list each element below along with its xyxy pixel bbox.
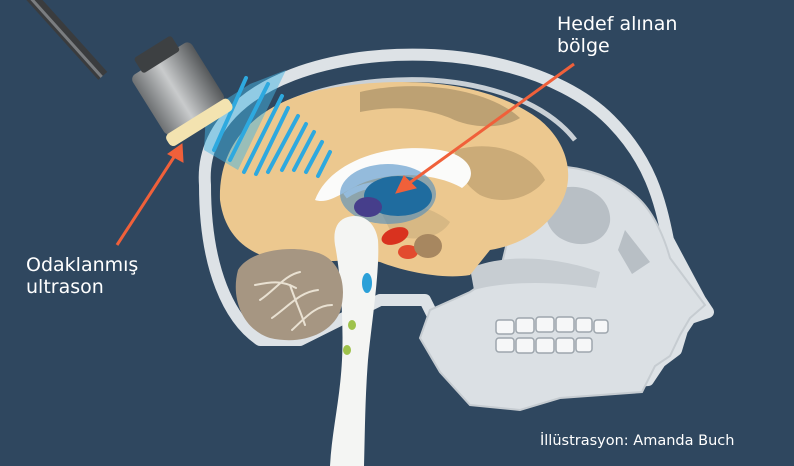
cerebellum [236,249,343,340]
ultrasound-label: Odaklanmış ultrason [26,254,138,298]
tooth [536,338,554,353]
target-region-label: Hedef alınan bölge [557,13,677,57]
target-inner [354,197,382,217]
tooth [556,338,574,353]
tooth [516,318,534,333]
green-node [362,273,372,293]
tooth [594,320,608,333]
pituitary [414,234,442,258]
target-label-line1: Hedef alınan [557,13,677,35]
green-node [343,345,351,355]
tooth [496,338,514,352]
tooth [576,338,592,352]
tooth [496,320,514,334]
illustration-credit: İllüstrasyon: Amanda Buch [540,433,734,449]
tooth [576,318,592,332]
target-label-line2: bölge [557,35,677,57]
ultrasound-label-line2: ultrason [26,276,138,298]
tooth [516,338,534,353]
green-node [348,320,356,330]
tooth [536,317,554,332]
tooth [556,317,574,332]
ultrasound-label-line1: Odaklanmış [26,254,138,276]
